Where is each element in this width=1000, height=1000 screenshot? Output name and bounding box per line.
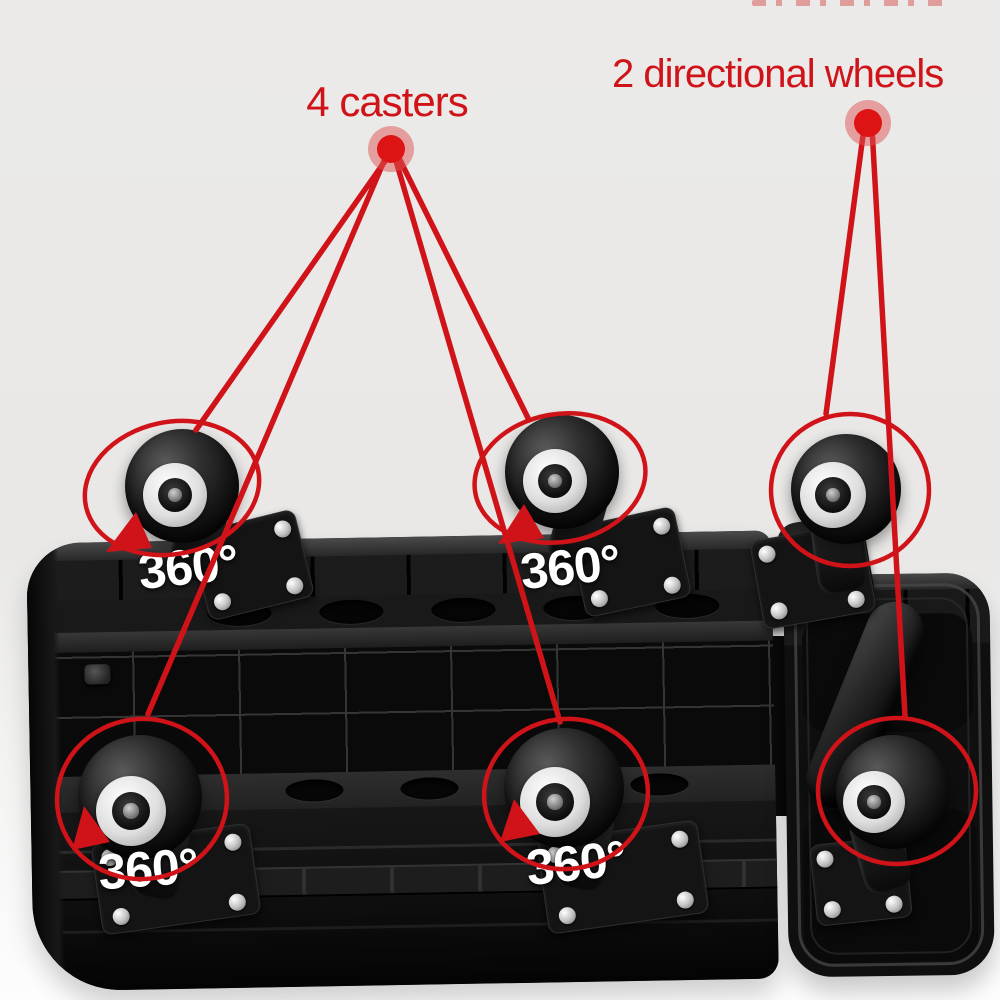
rotation-degree-label: 360° bbox=[96, 837, 200, 901]
axle-bolt bbox=[548, 474, 562, 488]
screw-icon bbox=[283, 575, 305, 596]
screw-icon bbox=[769, 601, 789, 621]
wheel-hub-ring bbox=[843, 771, 905, 833]
screw-icon bbox=[756, 544, 777, 565]
directional-wheels-label: 2 directional wheels bbox=[612, 52, 944, 96]
wheel-hub-ring bbox=[143, 463, 207, 527]
leader-line bbox=[823, 125, 867, 417]
screw-icon bbox=[212, 591, 234, 612]
oval-hole bbox=[400, 777, 459, 801]
axle-bolt bbox=[547, 794, 563, 810]
axle-bolt bbox=[825, 487, 841, 503]
axle-bolt bbox=[123, 803, 139, 819]
wheel-hub bbox=[815, 477, 851, 513]
screw-icon bbox=[222, 832, 243, 852]
axle-bolt bbox=[168, 488, 182, 502]
casters-label: 4 casters bbox=[306, 78, 468, 125]
screw-icon bbox=[885, 894, 904, 914]
screw-icon bbox=[846, 589, 867, 609]
oval-hole bbox=[630, 773, 689, 797]
wheel-hub bbox=[157, 477, 193, 513]
oval-slot bbox=[319, 599, 384, 625]
callout-dot bbox=[854, 109, 882, 137]
leader-line bbox=[193, 151, 393, 433]
wheel-hub-ring bbox=[520, 767, 590, 837]
axle-bolt bbox=[867, 795, 881, 809]
screw-icon bbox=[675, 890, 696, 911]
wheel-hub bbox=[857, 785, 891, 819]
callout-dot bbox=[377, 135, 405, 163]
leader-line bbox=[393, 149, 531, 421]
oval-hole bbox=[285, 779, 344, 803]
wheel-hub bbox=[112, 792, 150, 830]
wheel-hub bbox=[536, 783, 574, 821]
bolt-icon bbox=[84, 664, 111, 685]
screw-icon bbox=[272, 518, 293, 540]
screw-icon bbox=[822, 899, 842, 919]
wheel-hub bbox=[537, 463, 573, 499]
cropped-red-text-fragment bbox=[752, 0, 952, 6]
screw-icon bbox=[111, 906, 131, 926]
screw-icon bbox=[815, 849, 835, 869]
wheel-hub-ring bbox=[523, 449, 587, 513]
oval-slot bbox=[431, 597, 496, 623]
wheel-hub-ring bbox=[800, 462, 866, 528]
screw-icon bbox=[228, 892, 248, 912]
screw-icon bbox=[651, 516, 672, 537]
screw-icon bbox=[557, 905, 578, 925]
callout-dot-halo bbox=[368, 126, 414, 172]
callout-dot-halo bbox=[845, 100, 891, 146]
screw-icon bbox=[670, 829, 690, 850]
wheel-hub-ring bbox=[96, 776, 166, 846]
screw-icon bbox=[661, 574, 682, 596]
